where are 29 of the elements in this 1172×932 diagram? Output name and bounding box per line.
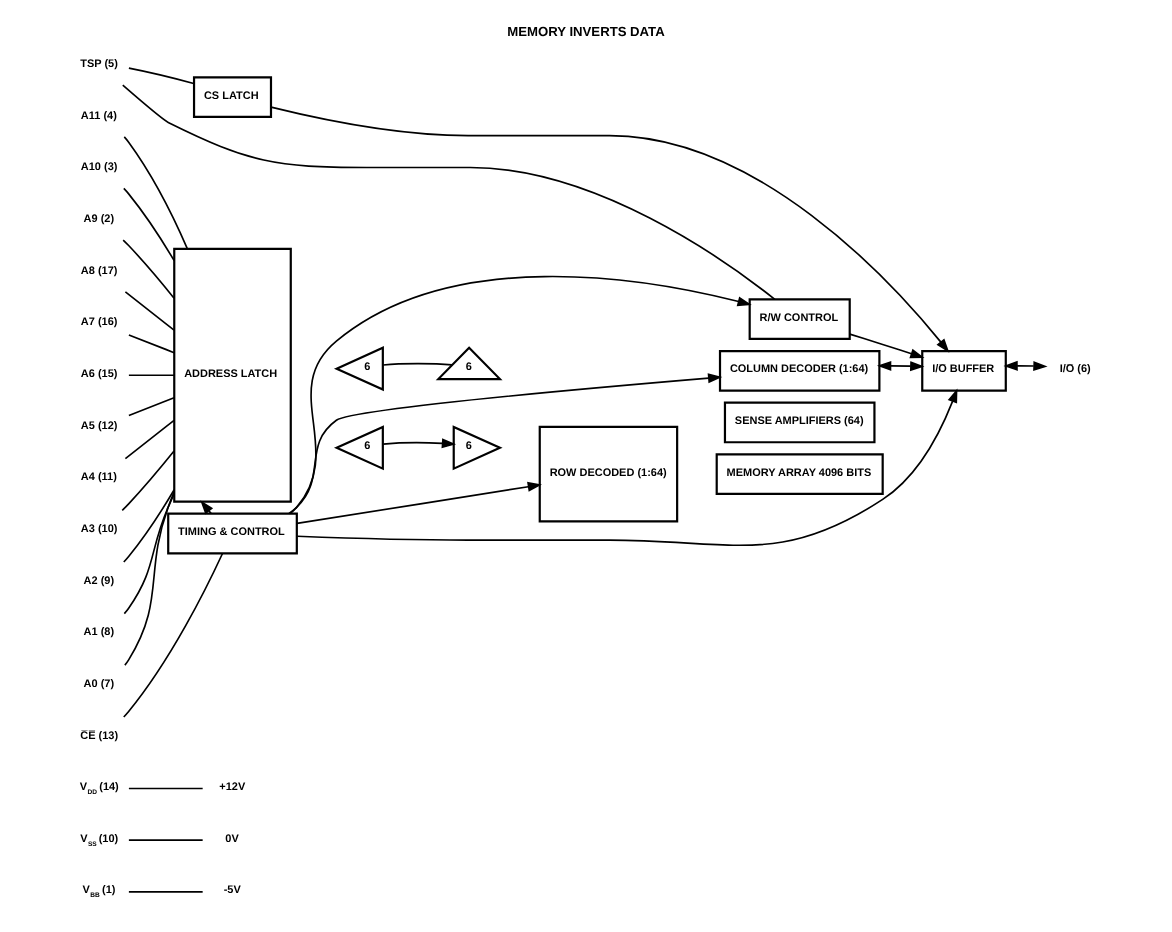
connector: [127, 395, 174, 416]
connector: [127, 890, 203, 892]
connector: [122, 135, 188, 249]
arrow: [288, 274, 751, 514]
arrow: [199, 499, 213, 514]
connector: [127, 786, 203, 789]
connector: [123, 290, 174, 330]
arrow: [381, 437, 456, 448]
connector: [127, 66, 194, 84]
connector: [120, 83, 775, 300]
arrow: [1002, 359, 1047, 371]
arrow: [287, 372, 722, 514]
connector: [127, 373, 174, 376]
connector: [122, 491, 174, 614]
arrow: [269, 105, 949, 352]
arrow: [295, 387, 957, 546]
connector: [127, 838, 203, 840]
connector: [121, 487, 174, 562]
arrow: [876, 359, 924, 371]
connector: [121, 238, 174, 299]
connector: [123, 418, 174, 459]
connector: [127, 333, 174, 353]
arrow: [295, 480, 541, 524]
arrow: [847, 332, 924, 358]
connector: [123, 489, 174, 665]
connector: [120, 449, 174, 511]
connector: [381, 361, 452, 365]
connector: [121, 186, 174, 261]
connector: [121, 551, 223, 717]
